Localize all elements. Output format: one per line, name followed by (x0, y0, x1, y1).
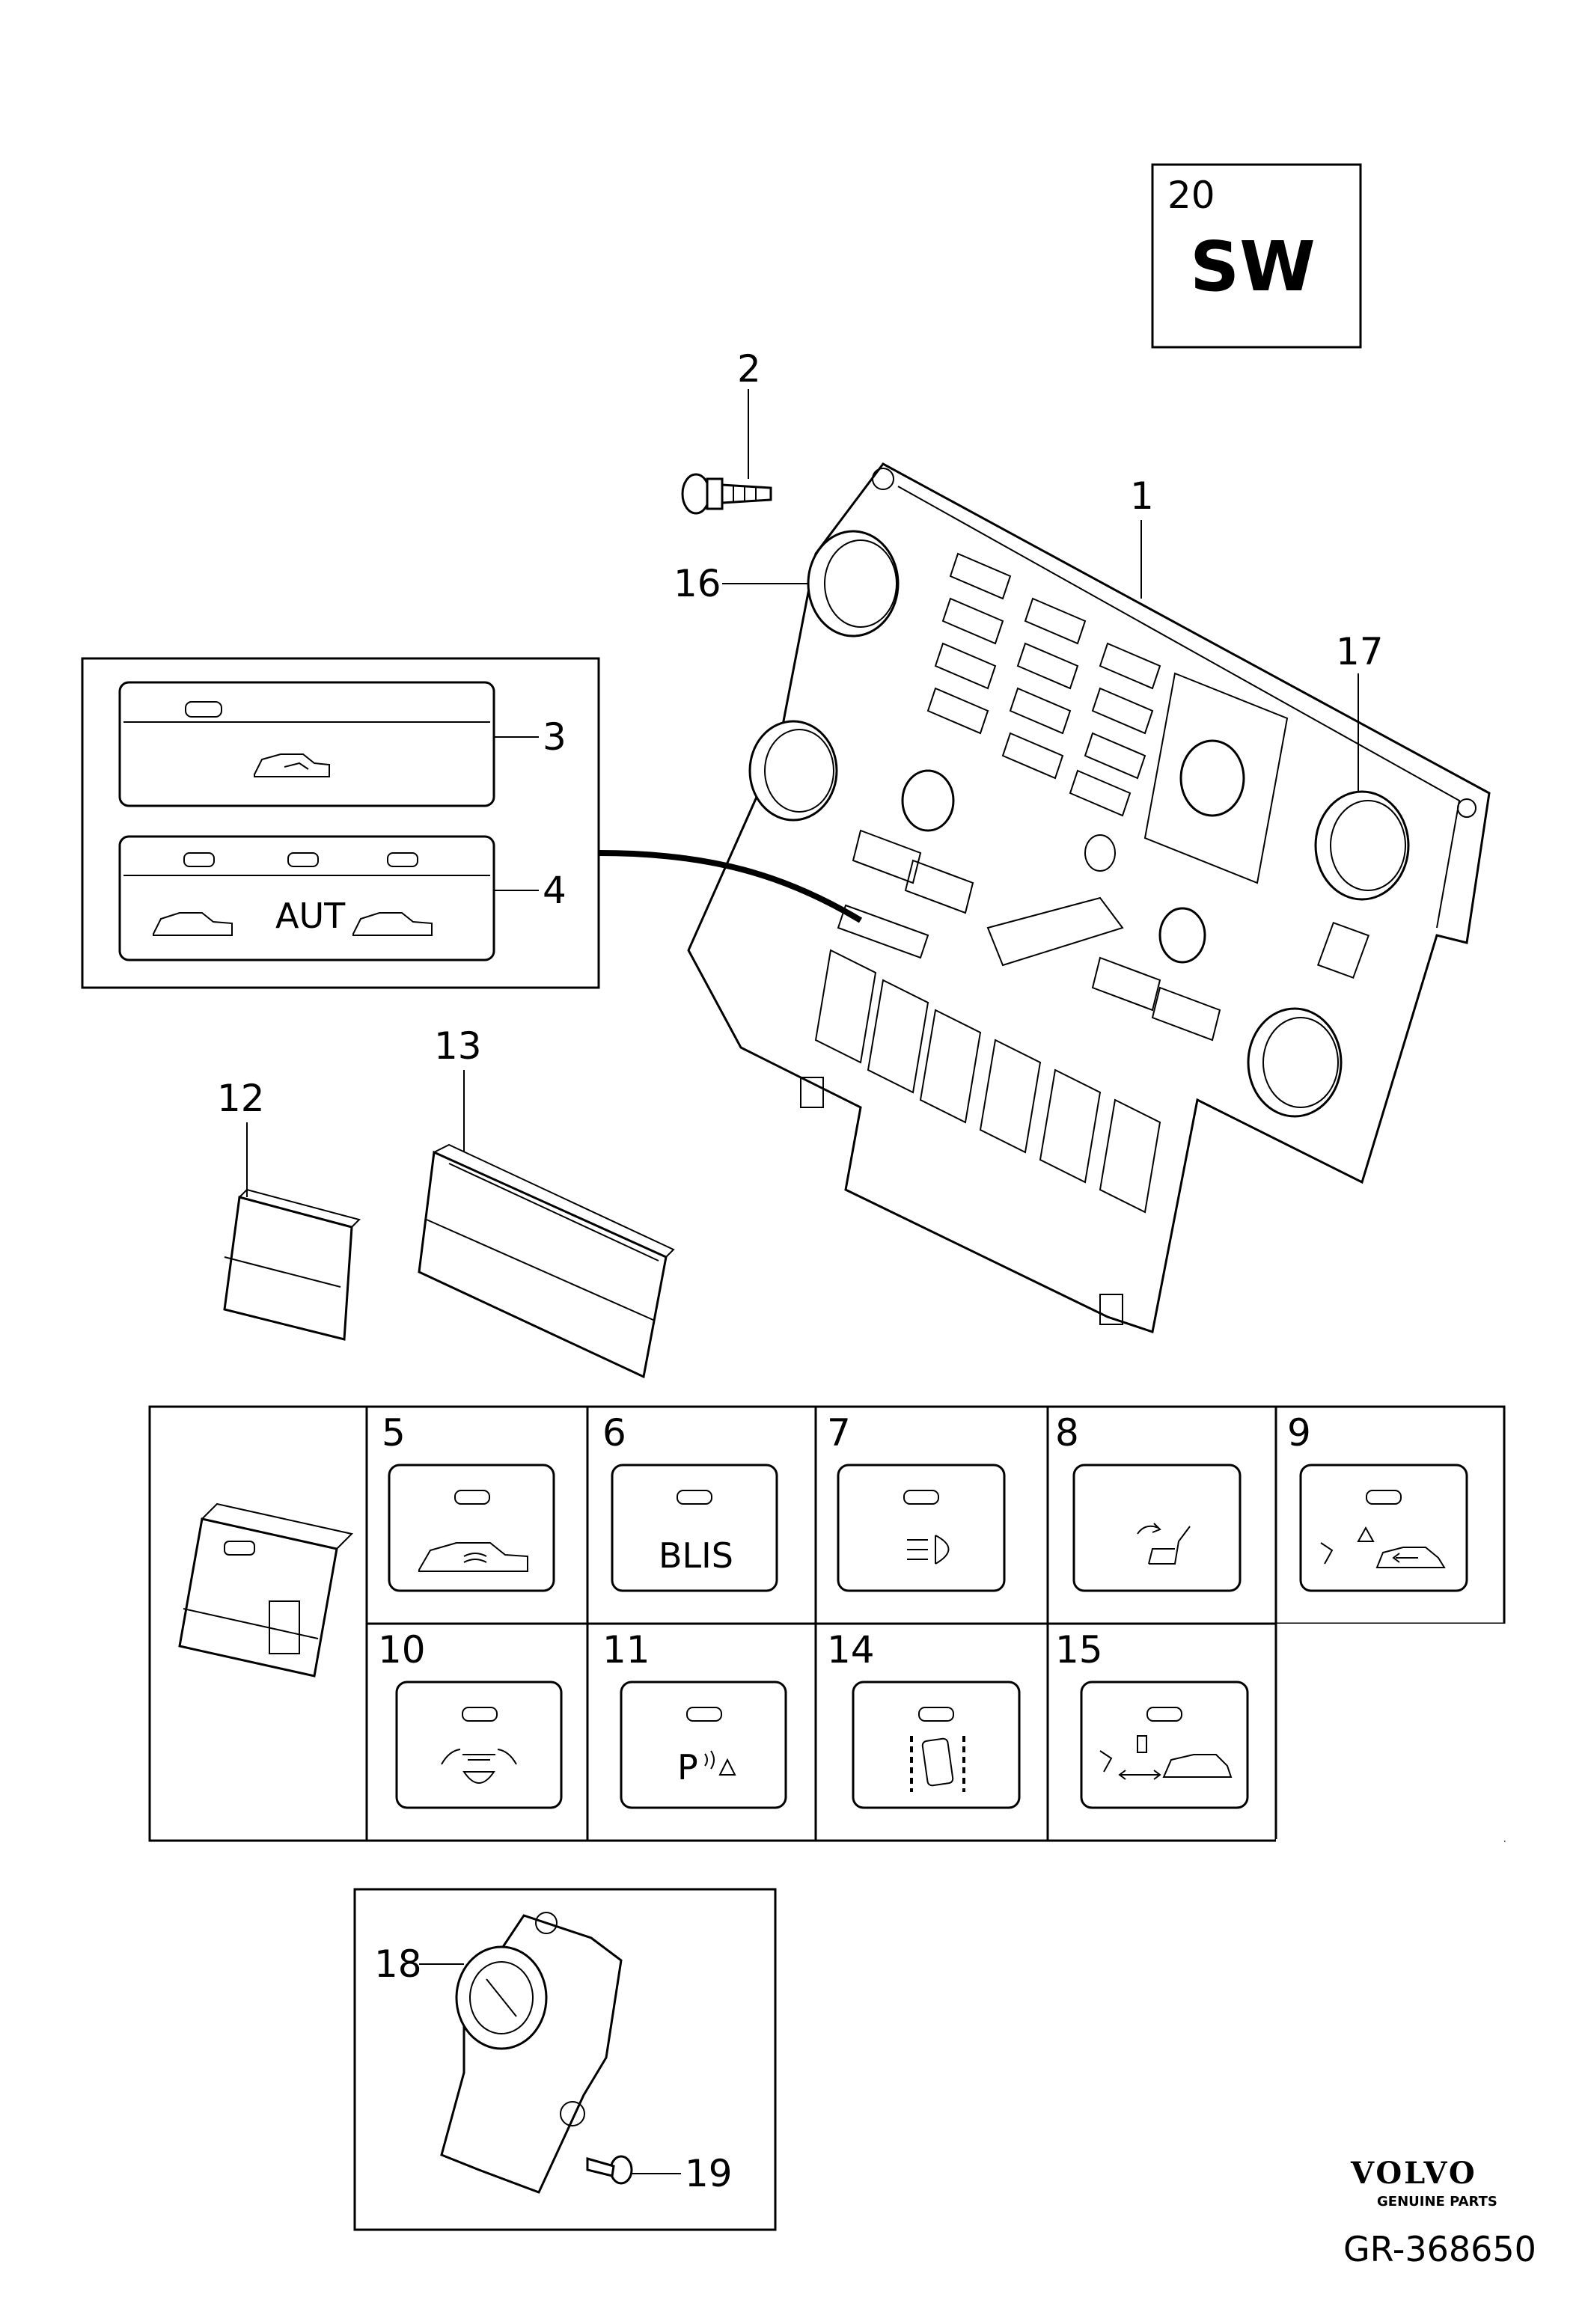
cell-number: 11 (602, 1628, 650, 1672)
switch-cell-15: 15 (1055, 1628, 1249, 1809)
ignition-switch-part-18: 18 (374, 1912, 623, 2194)
switch-cell-6: 6 BLIS (602, 1411, 778, 1592)
car-airflow-icon (418, 1542, 528, 1572)
cell-number: 10 (378, 1628, 426, 1672)
knob-part-17 (1314, 790, 1410, 901)
switch-cell-14: 14 (827, 1628, 1021, 1809)
car-recirc-icon (254, 753, 330, 777)
callout-17: 17 (1336, 630, 1384, 673)
cell-number: 5 (382, 1411, 406, 1455)
button-part-3: 3 (118, 681, 567, 807)
kit-box: 20 SW (1151, 163, 1362, 349)
switch-cell-8: 8 (1055, 1411, 1242, 1592)
diagram-reference: GR-368650 (1343, 2229, 1536, 2269)
callout-4: 4 (543, 869, 567, 912)
generic-switch-illustration (178, 1502, 353, 1678)
dome-light-icon (441, 1749, 517, 1784)
cell-number: 15 (1055, 1628, 1103, 1672)
callout-3: 3 (543, 715, 567, 759)
control-panel-part-1: 1 16 17 (674, 462, 1491, 1333)
cell-number: 8 (1055, 1411, 1079, 1455)
screw-part-19: 19 (586, 2152, 733, 2195)
cell-number: 9 (1287, 1411, 1311, 1455)
tailgate-info-icon (1099, 1735, 1233, 1780)
callout-13: 13 (434, 1024, 482, 1068)
park-assist-icon: P (677, 1747, 736, 1788)
lane-icon (910, 1736, 965, 1792)
cell-number: 7 (827, 1411, 851, 1455)
callout-1: 1 (1130, 474, 1154, 518)
ignition-switch-inset: 18 19 (353, 1888, 777, 2231)
kit-box-code: SW (1190, 227, 1316, 307)
seat-icon (1137, 1523, 1191, 1565)
callout-16: 16 (674, 562, 721, 605)
inset-buttons-3-4: 3 AUT 4 (81, 657, 863, 989)
footer: VOLVO GENUINE PARTS GR-368650 (1343, 2156, 1536, 2269)
button-part-4: AUT 4 (118, 835, 567, 961)
fog-light-icon (907, 1535, 950, 1565)
kit-box-number: 20 (1167, 174, 1215, 217)
car-recirc-icon (352, 912, 433, 936)
switch-cell-7: 7 (827, 1411, 1006, 1592)
callout-18: 18 (374, 1942, 422, 1986)
blis-label: BLIS (659, 1535, 733, 1576)
brand-logo: VOLVO (1350, 2156, 1477, 2191)
callout-19: 19 (685, 2152, 733, 2195)
car-fresh-air-icon (153, 912, 233, 936)
switch-blank-part-12: 12 (217, 1077, 361, 1341)
cell-number: 6 (602, 1411, 626, 1455)
switch-cell-11: 11 P (602, 1628, 787, 1809)
brand-tagline: GENUINE PARTS (1377, 2194, 1497, 2210)
switch-cell-10: 10 (378, 1628, 563, 1809)
aut-label: AUT (275, 896, 346, 936)
cell-number: 14 (827, 1628, 875, 1672)
switch-cell-9: 9 (1287, 1411, 1468, 1592)
callout-2: 2 (737, 347, 761, 391)
knob-part-16 (807, 530, 900, 637)
switch-cell-5: 5 (382, 1411, 555, 1592)
park-assist-label: P (677, 1747, 698, 1788)
callout-12: 12 (217, 1077, 265, 1120)
tailgate-warning-icon (1320, 1526, 1446, 1568)
switch-grid: 5 6 BLIS 7 8 (148, 1405, 1506, 1842)
screw-part-2: 2 (681, 347, 772, 515)
switch-blank-part-13: 13 (418, 1024, 675, 1379)
